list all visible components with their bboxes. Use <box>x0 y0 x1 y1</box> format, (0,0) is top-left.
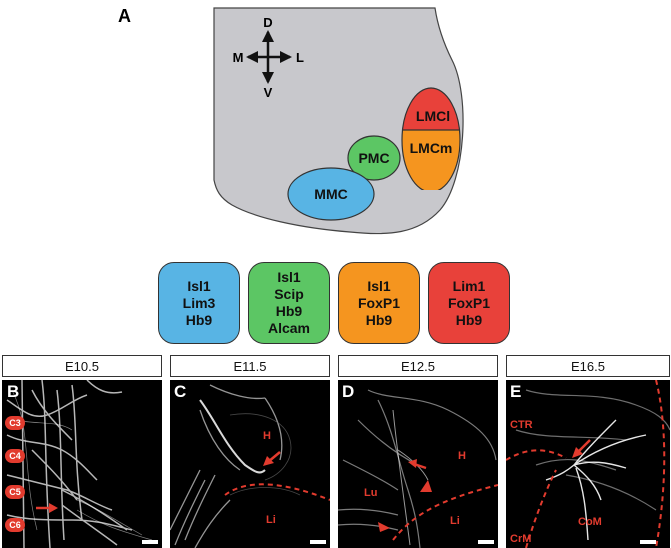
lung-label: Lu <box>364 487 378 499</box>
marker-text: FoxP1 <box>447 294 490 311</box>
lmcl-label: LMCl <box>416 108 450 124</box>
crm-label: CrM <box>510 533 532 545</box>
marker-text: Lim1 <box>452 277 486 294</box>
panel-d-letter: D <box>342 382 355 401</box>
liver-boundary <box>392 484 498 541</box>
stage-header-e16-5: E16.5 <box>506 355 670 377</box>
muscle-boundary <box>525 469 557 548</box>
compass-v-label: V <box>264 85 273 100</box>
com-label: CoM <box>578 516 602 528</box>
marker-text: Lim3 <box>182 294 216 311</box>
marker-text: Isl1 <box>367 277 391 294</box>
c5-label: C5 <box>5 485 25 499</box>
marker-text: Hb9 <box>185 311 213 328</box>
mmc-region <box>287 167 375 221</box>
spinal-cord-diagram: D V M L LMCl LMCm PMC MMC <box>213 7 464 235</box>
spinal-cord-outline <box>213 7 464 235</box>
lmcm-region <box>401 130 461 190</box>
scale-bar <box>640 540 656 544</box>
micrograph-b: B C3 C4 C5 C6 <box>2 380 162 548</box>
lmcl-marker-box: Lim1 FoxP1 Hb9 <box>428 262 510 344</box>
muscle-boundary <box>506 449 567 461</box>
panel-b-letter: B <box>7 382 20 401</box>
c6-label: C6 <box>5 518 25 532</box>
muscle-boundary <box>655 380 666 548</box>
marker-text: Hb9 <box>275 303 303 319</box>
mmc-label: MMC <box>314 186 347 202</box>
marker-text: Hb9 <box>365 311 393 328</box>
stage-header-e12-5: E12.5 <box>338 355 498 377</box>
panel-e-letter: E <box>510 382 522 401</box>
liver-label: Li <box>450 515 460 527</box>
scale-bar <box>310 540 326 544</box>
ctr-label: CTR <box>510 419 533 431</box>
liver-label: Li <box>266 514 276 526</box>
micrograph-c: C H Li <box>170 380 330 548</box>
heart-label: H <box>458 450 466 462</box>
lmcl-region <box>401 87 461 130</box>
scale-bar <box>478 540 494 544</box>
pmc-marker-box: Isl1 Scip Hb9 Alcam <box>248 262 330 344</box>
stage-header-e11-5: E11.5 <box>170 355 330 377</box>
marker-text: Isl1 <box>277 269 301 285</box>
scale-bar <box>142 540 158 544</box>
heart-label: H <box>263 430 271 442</box>
compass-l-label: L <box>296 50 304 65</box>
compass-m-label: M <box>233 50 244 65</box>
stage-header-e10-5: E10.5 <box>2 355 162 377</box>
compass-d-label: D <box>263 15 272 30</box>
pmc-label: PMC <box>358 150 389 166</box>
c4-label: C4 <box>5 449 25 463</box>
micrograph-d: D H Lu Li <box>338 380 498 548</box>
lmcm-label: LMCm <box>410 140 453 156</box>
mmc-marker-box: Isl1 Lim3 Hb9 <box>158 262 240 344</box>
marker-text: Alcam <box>267 320 311 336</box>
micrograph-e: E CTR CoM CrM <box>506 380 670 548</box>
liver-boundary <box>224 483 330 501</box>
marker-text: Scip <box>274 286 304 302</box>
compass-icon <box>246 30 292 84</box>
pmc-region <box>347 135 401 181</box>
marker-text: Hb9 <box>455 311 483 328</box>
marker-text: Isl1 <box>187 277 211 294</box>
panel-a-letter: A <box>118 6 131 26</box>
marker-text: FoxP1 <box>357 294 400 311</box>
panel-c-letter: C <box>174 382 187 401</box>
lmcm-marker-box: Isl1 FoxP1 Hb9 <box>338 262 420 344</box>
c3-label: C3 <box>5 416 25 430</box>
